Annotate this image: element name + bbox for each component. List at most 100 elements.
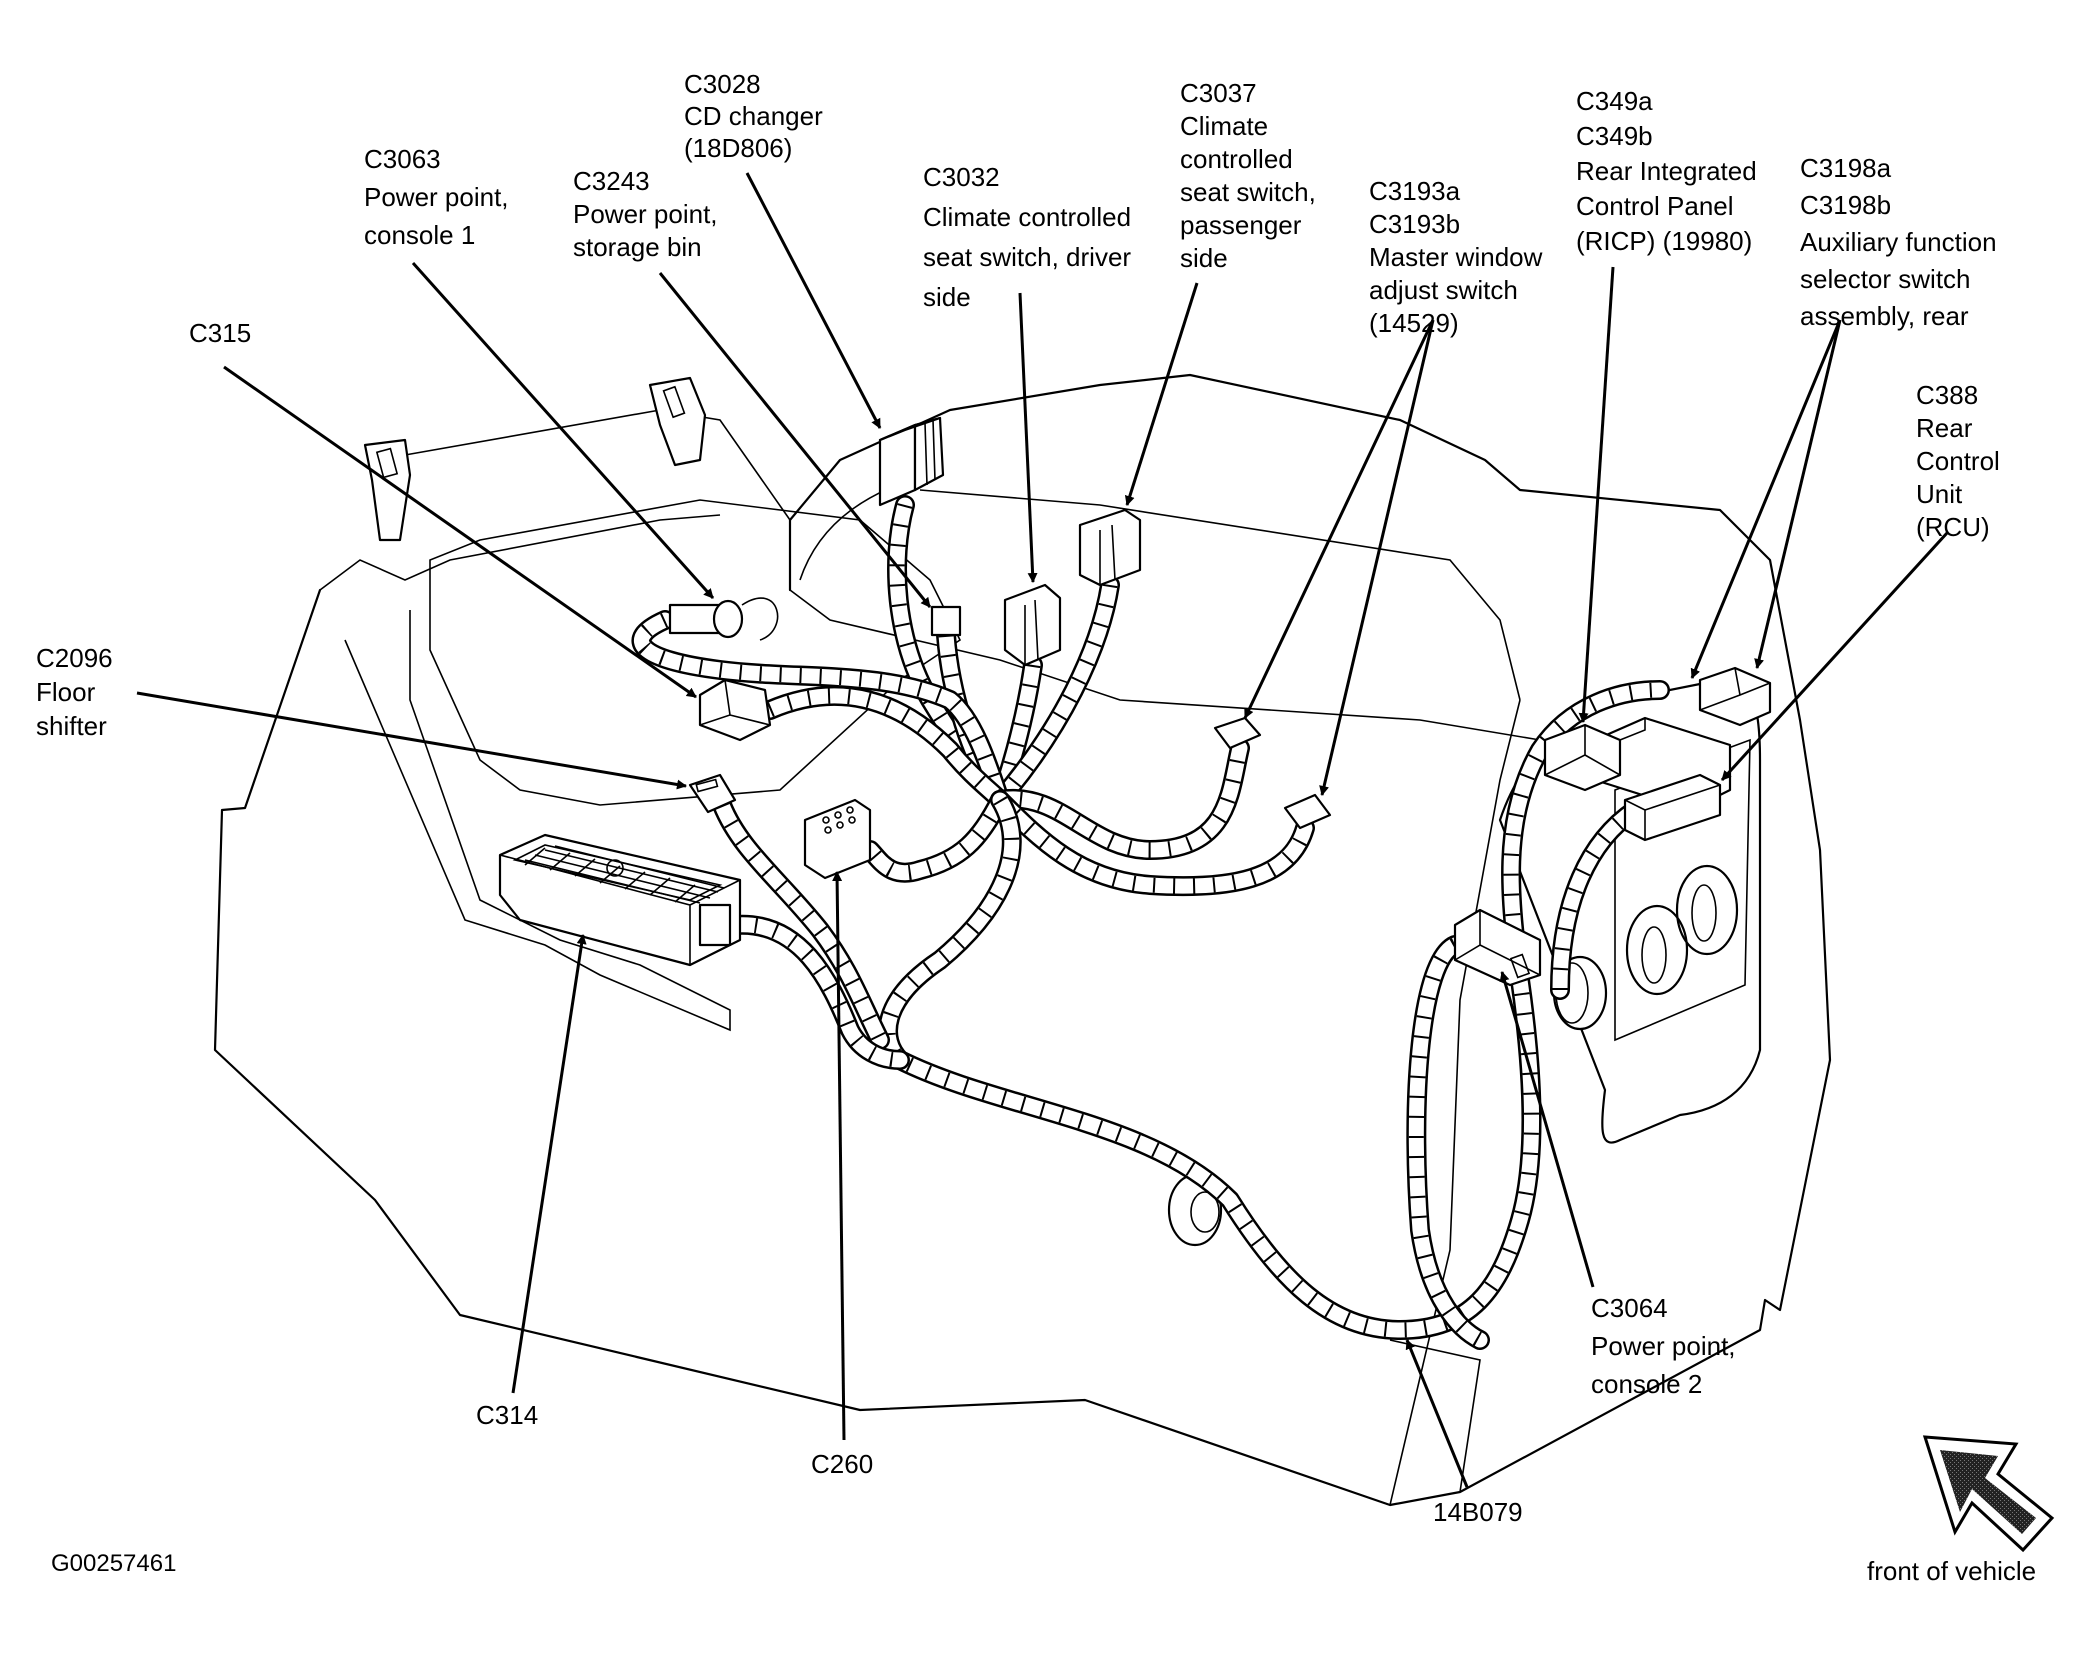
callout-line: C3064 xyxy=(1591,1293,1668,1323)
callout-line: C349b xyxy=(1576,121,1653,151)
callout-line: 14B079 xyxy=(1433,1497,1523,1527)
callout-line: Power point, xyxy=(364,182,509,212)
leader-c314 xyxy=(511,934,587,1394)
storage-bin-inner xyxy=(429,499,962,806)
harness-branch xyxy=(938,634,1007,805)
leader-c3243 xyxy=(658,272,932,608)
callout-line: side xyxy=(1180,243,1228,273)
leader-c3198a xyxy=(1690,319,1842,679)
c260-pins xyxy=(822,806,856,834)
connector-c3193a xyxy=(1213,716,1262,750)
callout-line: Climate controlled xyxy=(923,202,1131,232)
callout-line: selector switch xyxy=(1800,264,1971,294)
callout-c314: C314 xyxy=(476,1400,538,1430)
leader-14b079 xyxy=(1405,1339,1469,1488)
leader-c3198b xyxy=(1754,319,1842,669)
callout-line: C3037 xyxy=(1180,78,1257,108)
callout-line: Unit xyxy=(1916,479,1963,509)
bin-latch-left xyxy=(363,438,412,542)
callout-line: C3198b xyxy=(1800,190,1891,220)
callout-line: CD changer xyxy=(684,101,823,131)
front-of-vehicle-label: front of vehicle xyxy=(1867,1556,2036,1586)
callout-line: assembly, rear xyxy=(1800,301,1969,331)
callout-line: Master window xyxy=(1369,242,1543,272)
callout-line: C314 xyxy=(476,1400,538,1430)
callout-line: Rear xyxy=(1916,413,1973,443)
callout-line: (RICP) (19980) xyxy=(1576,226,1752,256)
leader-c3063 xyxy=(411,261,715,600)
storage-bin-outer xyxy=(344,610,731,1032)
callout-line: adjust switch xyxy=(1369,275,1518,305)
callout-line: console 1 xyxy=(364,220,475,250)
connector-c3028 xyxy=(878,416,945,507)
leader-c349 xyxy=(1578,266,1615,723)
callout-line: seat switch, xyxy=(1180,177,1316,207)
rear-vent-left xyxy=(1625,904,1689,996)
connector-c2096 xyxy=(688,773,737,814)
console-body xyxy=(213,373,1832,1507)
connector-c3193b xyxy=(1283,793,1332,830)
callout-line: storage bin xyxy=(573,232,702,262)
leader-c388 xyxy=(1720,531,1949,782)
harness-branch xyxy=(1552,802,1643,998)
harness-branch xyxy=(992,577,1118,808)
callout-line: (18D806) xyxy=(684,133,792,163)
leader-c3028 xyxy=(745,172,882,429)
harness-branch xyxy=(862,792,1008,881)
callout-line: Power point, xyxy=(1591,1331,1736,1361)
harness-branch xyxy=(1408,937,1488,1348)
callout-line: Auxiliary function xyxy=(1800,227,1997,257)
console-rear-corner xyxy=(1389,1339,1481,1493)
connector-c3064 xyxy=(1453,908,1542,987)
harness-branch xyxy=(762,688,1008,808)
front-of-vehicle-arrow-icon xyxy=(1922,1435,2055,1553)
callout-line: C3193a xyxy=(1369,176,1461,206)
leader-lines xyxy=(136,172,1949,1488)
callout-line: C3198a xyxy=(1800,153,1892,183)
callout-line: (14529) xyxy=(1369,308,1459,338)
callout-line: seat switch, driver xyxy=(923,242,1131,272)
harness-branch xyxy=(880,682,1668,1338)
leader-c3193a xyxy=(1243,319,1435,719)
leader-c315 xyxy=(223,365,697,699)
connector-c3037 xyxy=(1078,508,1142,587)
harness-branch xyxy=(998,746,1248,858)
leader-c3032 xyxy=(1018,292,1038,583)
callout-line: side xyxy=(923,282,971,312)
connector-c349-small xyxy=(1543,723,1622,792)
connector-c3032 xyxy=(1003,583,1062,667)
connector-c315 xyxy=(698,678,772,742)
callout-line: console 2 xyxy=(1591,1369,1702,1399)
callout-line: Floor xyxy=(36,677,96,707)
callout-line: C3028 xyxy=(684,69,761,99)
leader-c3193b xyxy=(1319,319,1435,796)
connectors xyxy=(498,416,1772,987)
console-lid-line xyxy=(789,589,1541,741)
console-left-outline xyxy=(213,373,1832,1507)
console-top-edge xyxy=(319,514,721,591)
connector-c3243 xyxy=(930,605,962,637)
harness-branch xyxy=(992,792,1313,894)
callout-14b079: 14B079 xyxy=(1433,1497,1523,1527)
callout-line: (RCU) xyxy=(1916,512,1990,542)
bin-latch-right xyxy=(648,376,707,467)
callout-line: controlled xyxy=(1180,144,1293,174)
connector-c260 xyxy=(803,798,872,880)
callout-line: C3193b xyxy=(1369,209,1460,239)
connector-c314-module xyxy=(498,833,742,967)
harness-branch xyxy=(714,797,888,1048)
callout-line: passenger xyxy=(1180,210,1302,240)
callout-line: C3063 xyxy=(364,144,441,174)
harness-branch xyxy=(727,917,908,1068)
